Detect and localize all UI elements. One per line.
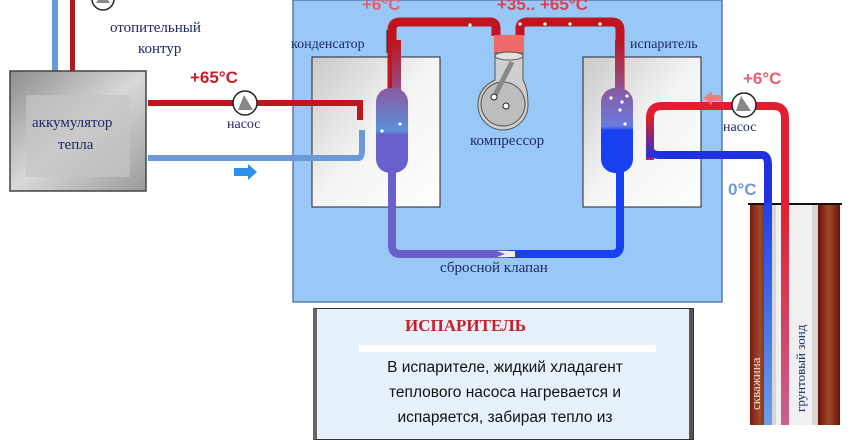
info-title: ИСПАРИТЕЛЬ — [405, 316, 526, 335]
relief-valve-label: сбросной клапан — [440, 260, 548, 276]
accumulator-label-1: аккумулятор — [32, 115, 113, 131]
pump-icon-left — [232, 90, 258, 116]
refrigerant-pipe-right-top — [515, 17, 625, 90]
borehole — [748, 203, 842, 425]
refrigerant-pipe-left-top — [387, 17, 501, 90]
temp-hot-out: +65°C — [190, 68, 238, 87]
condenser-label: конденсатор — [291, 37, 365, 52]
inflow-arrow-icon — [703, 91, 722, 105]
info-text: В испарителе, жидкий хладагент теплового… — [317, 355, 693, 430]
flow-arrow-icon — [234, 164, 257, 180]
pump-icon-top — [91, 0, 115, 11]
temp-evaporator-out: +6°C — [362, 0, 401, 14]
ground-supply-pipe — [646, 102, 789, 425]
info-panel: ИСПАРИТЕЛЬ В испарителе, жидкий хладаген… — [313, 308, 694, 440]
info-line: теплового насоса нагревается и — [389, 384, 621, 401]
info-divider — [359, 345, 656, 352]
accumulator-label-2: тепла — [58, 137, 94, 153]
info-line: В испарителе, жидкий хладагент — [387, 359, 623, 376]
temp-ground-in: +6°C — [743, 69, 782, 88]
compressor-label: компрессор — [470, 133, 545, 149]
pump-right-label: насос — [723, 120, 757, 135]
temp-compressor-out: +35.. +65°C — [497, 0, 588, 14]
relief-valve-icon — [497, 251, 515, 257]
heat-pump-diagram — [9, 0, 842, 425]
info-line: испаряется, забирая тепло из — [397, 409, 613, 426]
ground-probe-label: грунтовый зонд — [793, 324, 808, 412]
condenser-vessel — [376, 88, 408, 173]
evaporator-panel — [582, 56, 702, 208]
evaporator-vessel — [601, 88, 633, 173]
evaporator-label: испаритель — [630, 37, 698, 52]
pump-icon-right — [731, 92, 757, 118]
heating-circuit-label-2: контур — [138, 41, 182, 57]
heating-circuit-label-1: отопительный — [110, 20, 201, 36]
return-pipe-vertical — [52, 0, 58, 72]
pump-left-label: насос — [227, 117, 261, 132]
borehole-label: скважина — [748, 357, 763, 411]
compressor-icon — [477, 35, 529, 131]
temp-ground-out: 0°C — [728, 180, 757, 199]
supply-pipe-vertical — [70, 0, 75, 72]
